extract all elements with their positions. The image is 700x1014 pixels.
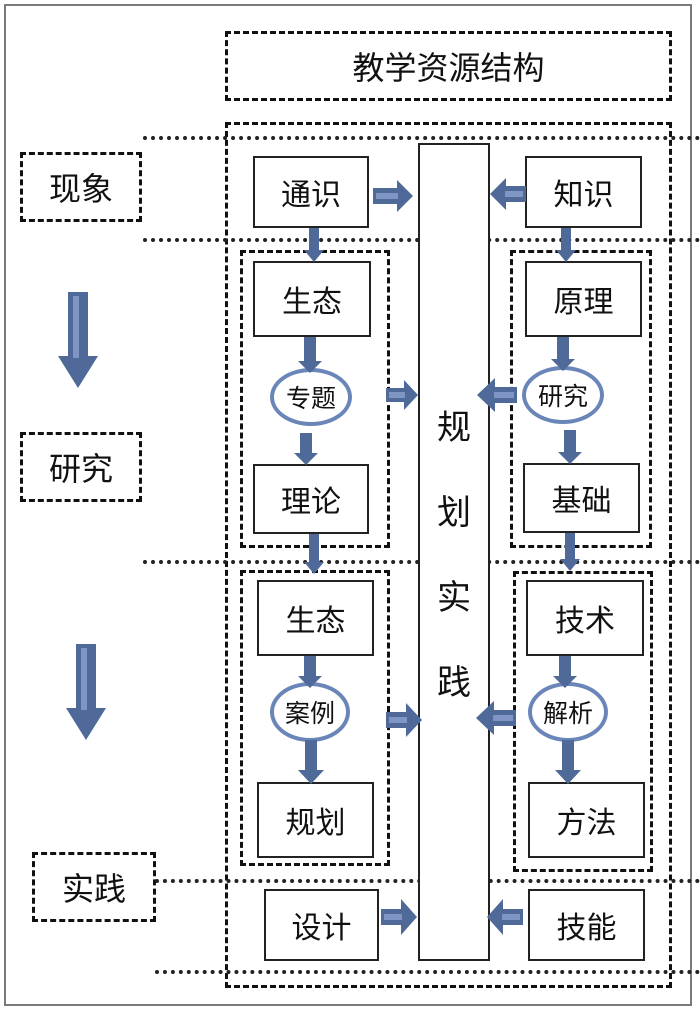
center-char-4: 践 [437, 663, 471, 703]
arrow-down-icon [304, 534, 324, 574]
arrow-down-icon [298, 656, 322, 688]
node-technology: 技术 [526, 580, 644, 656]
node-ecology-2: 生态 [257, 580, 374, 656]
center-column: 规 划 实 践 [418, 143, 490, 961]
center-char-2: 划 [437, 493, 471, 533]
arrow-down-icon [304, 228, 324, 262]
node-theory: 理论 [253, 464, 369, 534]
arrow-down-icon [558, 430, 582, 464]
node-ecology: 生态 [253, 261, 371, 337]
arrow-down-icon [556, 228, 576, 262]
node-foundation: 基础 [523, 463, 640, 533]
arrow-down-icon [560, 533, 580, 571]
stage-divider-top [143, 136, 700, 140]
arrow-down-icon [553, 656, 577, 688]
node-principle: 原理 [525, 261, 642, 337]
stage-divider-bottom [155, 970, 700, 974]
node-topic: 专题 [270, 368, 352, 426]
arrow-right-icon [381, 899, 417, 935]
node-case: 案例 [270, 682, 350, 742]
node-general-knowledge: 通识 [253, 156, 369, 228]
arrow-down-icon [551, 337, 575, 371]
stage-label-phenomenon: 现象 [20, 152, 142, 222]
arrow-left-icon [487, 899, 523, 935]
stage-arrow-down-icon [66, 644, 106, 740]
arrow-right-icon [386, 703, 422, 737]
arrow-down-icon [298, 740, 324, 784]
node-knowledge: 知识 [525, 156, 642, 228]
node-analysis: 解析 [528, 682, 608, 742]
arrow-down-icon [298, 337, 322, 373]
diagram-frame [4, 4, 692, 1006]
stage-label-practice: 实践 [32, 852, 156, 922]
node-design: 设计 [264, 889, 379, 961]
stage-label-research: 研究 [20, 432, 142, 502]
arrow-right-icon [386, 380, 418, 410]
main-container [225, 122, 672, 988]
arrow-left-icon [477, 378, 517, 412]
node-method: 方法 [528, 782, 645, 858]
arrow-down-icon [294, 433, 318, 465]
stage-arrow-down-icon [58, 292, 98, 388]
diagram-title: 教学资源结构 [225, 31, 672, 101]
arrow-left-icon [490, 178, 526, 210]
arrow-down-icon [555, 740, 581, 784]
arrow-left-icon [476, 701, 516, 735]
node-skill: 技能 [528, 889, 645, 961]
center-char-3: 实 [437, 578, 471, 618]
node-research: 研究 [522, 366, 604, 424]
center-char-1: 规 [437, 408, 471, 448]
node-planning: 规划 [257, 782, 374, 858]
arrow-right-icon [373, 180, 413, 212]
